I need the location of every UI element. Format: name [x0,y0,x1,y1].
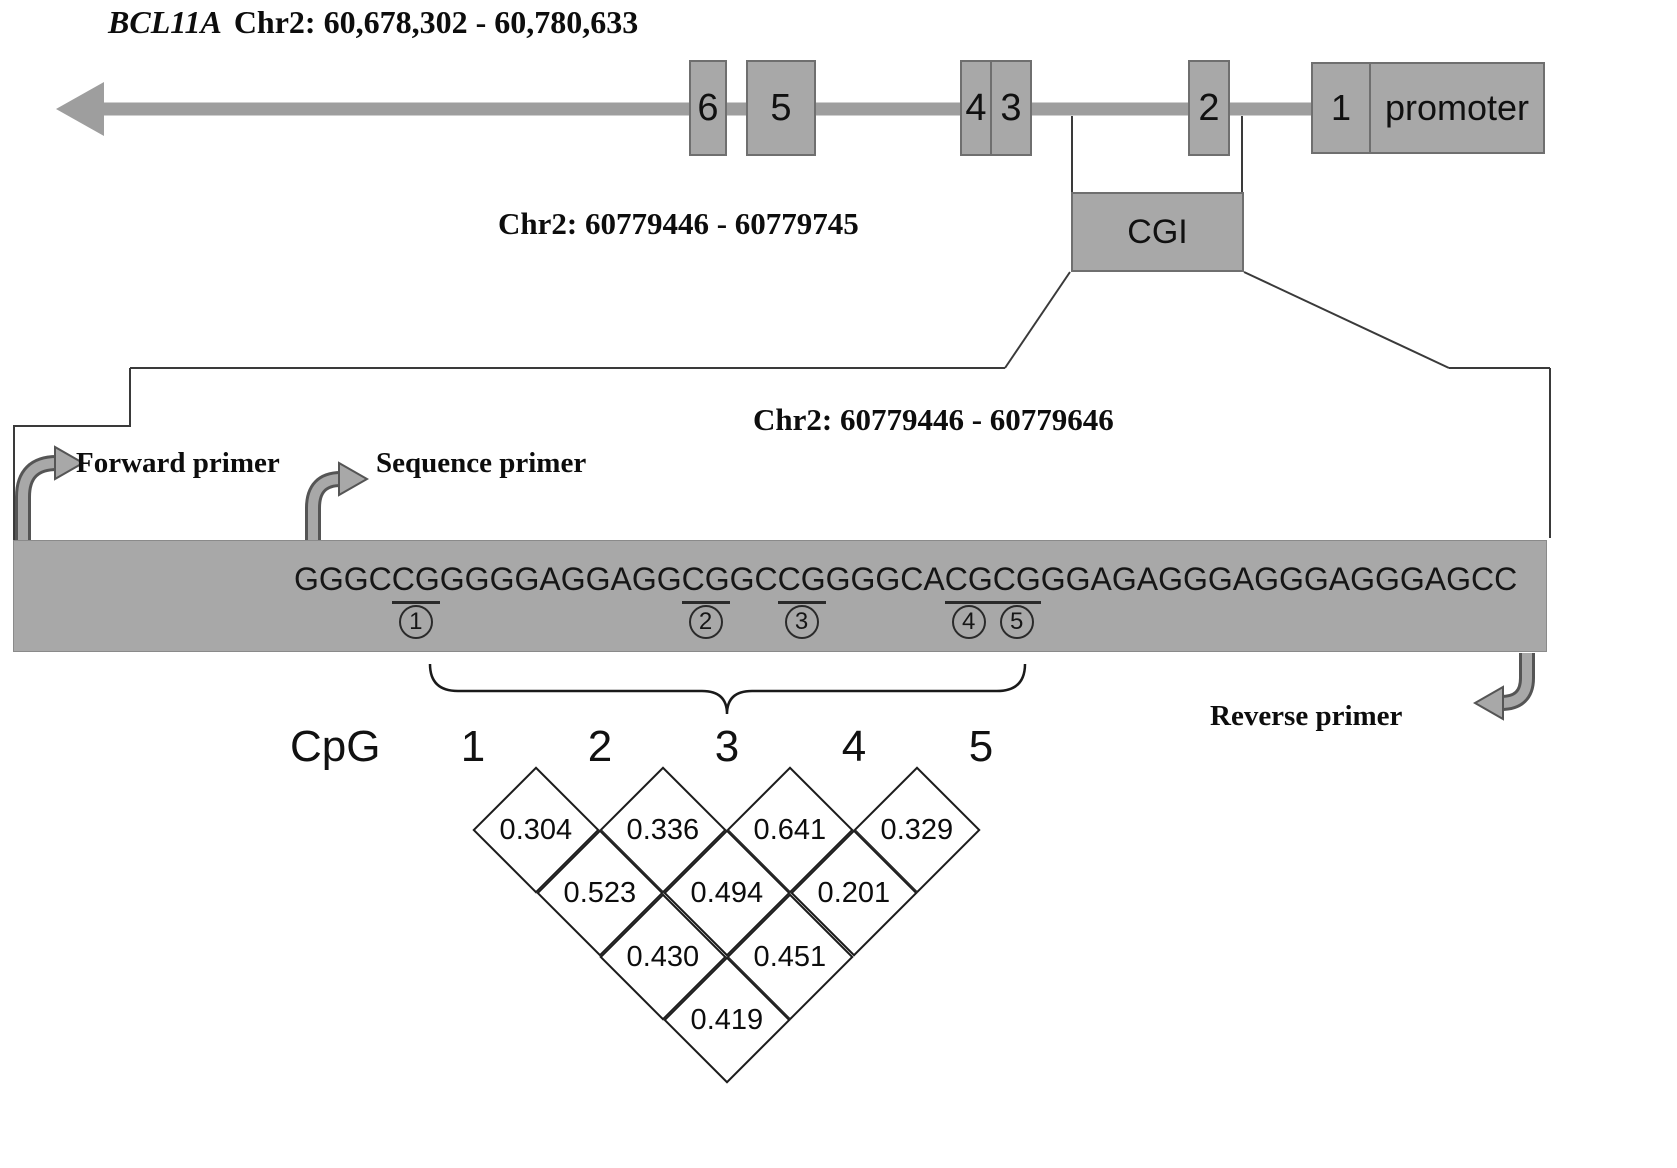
exon1-promoter-box: 1 promoter [1311,62,1545,154]
reverse-primer-arrow-icon [1472,653,1535,721]
cpg-site-1-marker: 1 [398,605,433,639]
cpg-site-5-marker: 5 [999,605,1034,639]
sequence-primer-arrow-icon [305,461,370,540]
cgi-connector-lines [1071,116,1243,194]
seq-segment: GGGCA [825,561,945,597]
ld-value: 0.329 [880,813,954,846]
seq-segment: GC [729,561,778,597]
cpg-col-5: 5 [968,722,994,771]
cpg-col-2: 2 [587,722,613,771]
exon-2: 2 [1188,60,1230,156]
cpg-site-4-marker: 4 [951,605,986,639]
cpg-col-1: 1 [460,722,486,771]
seq-segment: CG [777,561,826,597]
seq-segment: CG [681,561,730,597]
cpg-site-2: CG 2 [681,561,730,639]
cpg-site-3-marker: 3 [784,605,819,639]
cpg-col-3: 3 [714,722,740,771]
gene-name: BCL11A [108,4,222,40]
cpg-site-4: CG 4 [944,561,993,639]
exon-4: 4 [960,60,992,156]
cpg-site-3: CG 3 [777,561,826,639]
exon-5: 5 [746,60,816,156]
promoter-label: promoter [1384,87,1530,128]
cpg-region-brace [428,663,1027,715]
cgi-range-label: Chr2: 60779446 - 60779745 [498,206,859,241]
cpg-site-5: CG 5 [992,561,1041,639]
ld-value: 0.201 [817,876,891,909]
ld-value: 0.419 [690,1003,764,1036]
exon-3: 3 [990,60,1032,156]
gene-range: Chr2: 60,678,302 - 60,780,633 [233,4,639,40]
ld-value: 0.523 [563,876,637,909]
cpg-site-1: CG 1 [391,561,440,639]
cgi-box: CGI [1071,192,1244,272]
figure-title: BCL11A Chr2: 60,678,302 - 60,780,633 [108,4,638,41]
ld-value: 0.304 [499,813,573,846]
seq-segment: GGGGAGGAGG [439,561,682,597]
exon-6: 6 [689,60,727,156]
cpg-col-4: 4 [841,722,867,771]
ld-value: 0.494 [690,876,764,909]
seq-segment: CG [992,561,1041,597]
zoom-bracket-lines [13,271,1551,540]
seq-segment: CG [391,561,440,597]
seq-segment: CG [944,561,993,597]
seq-segment: GGAGAGGGAGGGAGGGAGCC [1040,561,1518,597]
ld-value: 0.451 [753,940,827,973]
ld-value: 0.336 [626,813,700,846]
sequence-primer-label: Sequence primer [376,447,587,479]
gene-arrow [56,82,1544,136]
cpg-header-label: CpG [290,722,381,771]
forward-primer-arrow-icon [15,445,86,540]
forward-primer-label: Forward primer [76,447,280,479]
exon-1: 1 [1313,64,1371,152]
zoom-range-label: Chr2: 60779446 - 60779646 [753,402,1114,437]
seq-segment: GGGC [294,561,392,597]
ld-value: 0.430 [626,940,700,973]
cpg-site-2-marker: 2 [688,605,723,639]
reverse-primer-label: Reverse primer [1210,700,1403,732]
ld-value: 0.641 [753,813,827,846]
